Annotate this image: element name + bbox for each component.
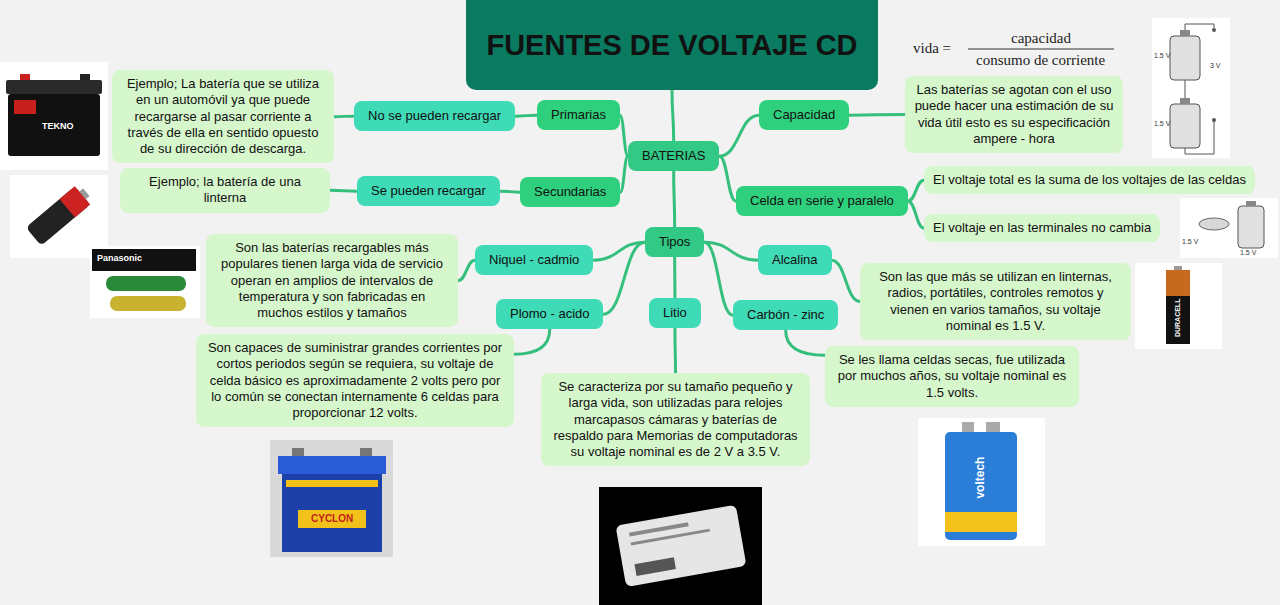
- node-text: Celda en serie y paralelo: [750, 193, 894, 209]
- connector: [514, 329, 550, 354]
- node-text: El voltaje total es la suma de los volta…: [933, 172, 1246, 188]
- hub-box: Tipos: [645, 227, 704, 257]
- note-box: Ejemplo; La batería que se utiliza en un…: [112, 70, 334, 163]
- node-text: Niquel - cadmio: [489, 252, 579, 268]
- brand-label: DURACELL: [1174, 299, 1182, 338]
- cell-battery-photo: [10, 175, 108, 258]
- node-text: Carbón - zinc: [747, 307, 824, 323]
- brand-label: Panasonic: [97, 254, 142, 264]
- voltage-label: 1.5 V: [1182, 238, 1198, 246]
- node-text: No se pueden recargar: [368, 108, 501, 124]
- connector: [673, 328, 677, 373]
- connector: [832, 260, 860, 301]
- node-text: Se caracteriza por su tamaño pequeño y l…: [550, 379, 801, 460]
- lead-acid-photo: [270, 440, 393, 557]
- brand-label: CYCLON: [311, 513, 353, 524]
- connector: [704, 242, 733, 315]
- connector: [673, 257, 676, 298]
- zinc-carbon-photo: [918, 418, 1045, 546]
- connector: [500, 191, 520, 192]
- node-text: Ejemplo; la batería de una linterna: [129, 174, 321, 207]
- node-text: Primarias: [551, 107, 606, 123]
- title-box: FUENTES DE VOLTAJE CD: [466, 0, 878, 90]
- formula-text: capacidad: [1011, 30, 1071, 47]
- node-text: Litio: [663, 305, 687, 321]
- node-text: Son las baterías recargables más popular…: [215, 240, 449, 321]
- alkaline-photo: [1135, 263, 1222, 349]
- connector: [849, 113, 905, 117]
- type-box: Niquel - cadmio: [475, 245, 593, 275]
- note-box: Son las que más se utilizan en linternas…: [860, 263, 1131, 340]
- connector: [719, 115, 759, 156]
- note-box: El voltaje total es la suma de los volta…: [924, 166, 1255, 194]
- voltage-label: 1.5 V: [1240, 249, 1256, 257]
- voltage-label: 1.5 V: [1154, 120, 1170, 128]
- note-box: Se caracteriza por su tamaño pequeño y l…: [541, 373, 810, 466]
- nicd-battery-photo: [90, 246, 200, 318]
- connector: [620, 156, 628, 192]
- note-box: Se les llama celdas secas, fue utilizada…: [825, 346, 1079, 407]
- connector: [908, 180, 924, 201]
- voltage-label: 1.5 V: [1154, 52, 1170, 60]
- branch-box: Capacidad: [759, 100, 849, 130]
- type-box: Alcalina: [758, 245, 832, 275]
- node-text: Tipos: [659, 234, 690, 250]
- note-box: Ejemplo; la batería de una linterna: [120, 168, 330, 213]
- brand-label: TEKNO: [42, 122, 74, 132]
- connector: [334, 115, 354, 119]
- note-box: Son capaces de suministrar grandes corri…: [196, 334, 514, 427]
- note-box: Las baterías se agotan con el uso puede …: [905, 76, 1123, 153]
- node-text: FUENTES DE VOLTAJE CD: [486, 27, 857, 63]
- node-text: El voltaje en las terminales no cambia: [933, 220, 1151, 236]
- formula-text: vida =: [913, 40, 951, 57]
- type-box: Litio: [649, 298, 701, 328]
- connector: [458, 260, 475, 281]
- connector: [786, 330, 825, 355]
- hub-box: BATERIAS: [628, 141, 719, 171]
- node-text: Plomo - acido: [510, 306, 589, 322]
- connector: [620, 115, 628, 156]
- type-box: Carbón - zinc: [733, 300, 838, 330]
- note-box: Son las baterías recargables más popular…: [206, 234, 458, 327]
- node-text: Ejemplo; La batería que se utiliza en un…: [121, 76, 325, 157]
- connector: [672, 90, 674, 141]
- lithium-pack-photo: [599, 487, 762, 605]
- node-text: Alcalina: [772, 252, 818, 268]
- branch-box: Primarias: [537, 100, 620, 130]
- connector: [719, 156, 736, 201]
- node-text: Se les llama celdas secas, fue utilizada…: [834, 352, 1070, 401]
- voltage-label: 3 V: [1210, 62, 1221, 70]
- node-text: Se pueden recargar: [371, 183, 486, 199]
- node-text: Son las que más se utilizan en linternas…: [869, 269, 1122, 334]
- type-box: Plomo - acido: [496, 299, 603, 329]
- branch-box: Celda en serie y paralelo: [736, 186, 908, 216]
- fraction-bar: [968, 49, 1114, 50]
- sub-box: No se pueden recargar: [354, 101, 515, 131]
- series-cells: [1152, 18, 1230, 158]
- node-text: Capacidad: [773, 107, 835, 123]
- node-text: Secundarias: [534, 184, 606, 200]
- car-battery-photo: [0, 62, 108, 170]
- connector: [603, 242, 645, 314]
- connector: [330, 189, 357, 193]
- connector: [672, 171, 676, 227]
- sub-box: Se pueden recargar: [357, 176, 500, 206]
- node-text: BATERIAS: [642, 148, 705, 164]
- parallel-cells: [1180, 198, 1278, 258]
- formula-text: consumo de corriente: [976, 52, 1105, 69]
- node-text: Las baterías se agotan con el uso puede …: [914, 82, 1114, 147]
- node-text: Son capaces de suministrar grandes corri…: [205, 340, 505, 421]
- note-box: El voltaje en las terminales no cambia: [924, 214, 1160, 242]
- branch-box: Secundarias: [520, 177, 620, 207]
- connector: [515, 115, 537, 116]
- brand-label: voltech: [974, 457, 987, 499]
- connector: [908, 201, 924, 228]
